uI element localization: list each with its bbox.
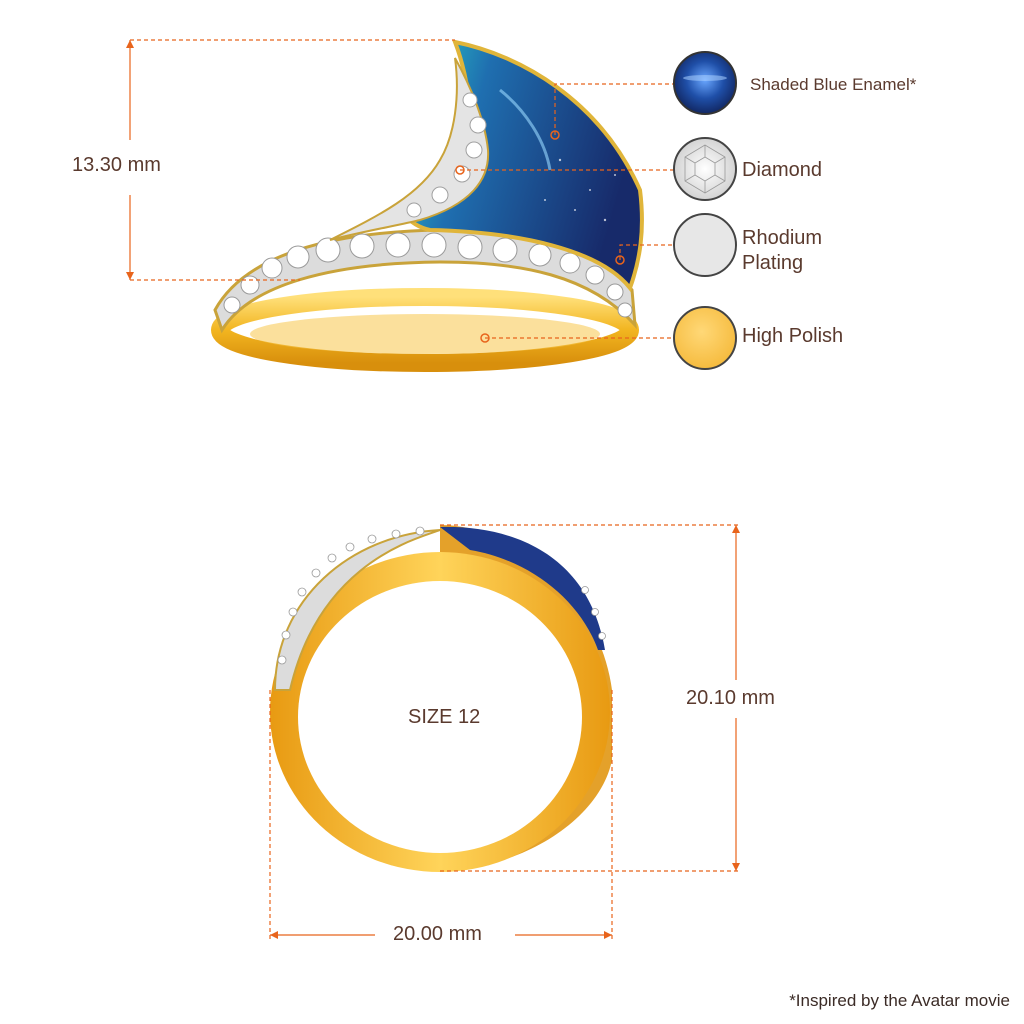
ring-size-label: SIZE 12 [408, 706, 481, 728]
footnote: *Inspired by the Avatar movie [789, 991, 1010, 1010]
ring-side-view [211, 39, 644, 372]
legend-label-polish: High Polish [742, 325, 844, 347]
height-dimension-top: 13.30 mm [72, 154, 161, 176]
legend-label-enamel: Shaded Blue Enamel* [750, 75, 917, 94]
ring-front-view [270, 525, 612, 872]
front-dimension-lines [269, 524, 740, 940]
width-dimension-front: 20.00 mm [393, 923, 482, 945]
blue-enamel-swatch [673, 51, 737, 115]
top-dimension-lines [126, 39, 455, 281]
legend-label-diamond: Diamond [742, 159, 823, 181]
legend-label-rhodium: Rhodium Plating [742, 227, 823, 274]
gold-swatch [673, 306, 737, 370]
diamond-swatch [673, 137, 737, 201]
legend-swatches [673, 51, 737, 370]
height-dimension-front: 20.10 mm [686, 687, 775, 709]
legend-leaders [460, 83, 675, 339]
rhodium-swatch [673, 213, 737, 277]
